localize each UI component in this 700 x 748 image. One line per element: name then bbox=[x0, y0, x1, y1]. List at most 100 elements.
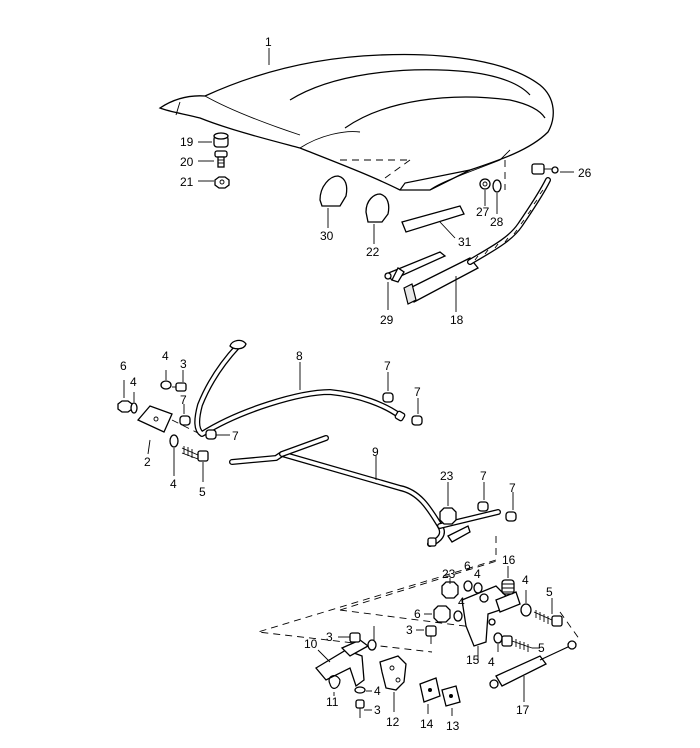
bolt-5a bbox=[181, 446, 209, 462]
callout-10: 10 bbox=[304, 637, 318, 651]
screw-26 bbox=[531, 163, 559, 175]
washer-28 bbox=[492, 179, 502, 193]
callout-3d: 3 bbox=[374, 703, 381, 717]
callout-30: 30 bbox=[320, 229, 334, 243]
callout-4g: 4 bbox=[488, 655, 495, 669]
callout-2: 2 bbox=[144, 455, 151, 469]
bolt-3c bbox=[338, 632, 361, 643]
callout-18: 18 bbox=[450, 313, 464, 327]
callout-7b: 7 bbox=[232, 429, 239, 443]
callout-22: 22 bbox=[366, 245, 380, 259]
callout-6b: 6 bbox=[464, 559, 471, 573]
hardtop-shell bbox=[158, 53, 554, 191]
washer-4f bbox=[520, 603, 532, 617]
callout-19: 19 bbox=[180, 135, 194, 149]
washer-4a bbox=[160, 380, 172, 390]
callout-7d: 7 bbox=[414, 385, 421, 399]
callout-17: 17 bbox=[516, 703, 530, 717]
callout-28: 28 bbox=[490, 215, 504, 229]
callout-16: 16 bbox=[502, 553, 516, 567]
bracket-10 bbox=[315, 639, 370, 688]
callout-3b: 3 bbox=[406, 623, 413, 637]
callout-6c: 6 bbox=[414, 607, 421, 621]
rod-8 bbox=[194, 339, 406, 437]
cap-7c bbox=[382, 392, 394, 403]
washer-4g bbox=[367, 639, 377, 651]
bolt-3d bbox=[355, 699, 372, 718]
latch-12 bbox=[379, 655, 407, 691]
pad-14 bbox=[419, 677, 441, 703]
callout-11: 11 bbox=[326, 695, 339, 709]
callout-23a: 23 bbox=[440, 469, 454, 483]
callout-29: 29 bbox=[380, 313, 394, 327]
callout-27: 27 bbox=[476, 205, 490, 219]
callout-8: 8 bbox=[296, 349, 303, 363]
cap-7e bbox=[477, 501, 489, 512]
rod-9 bbox=[229, 435, 501, 547]
callout-14: 14 bbox=[420, 717, 434, 731]
plate-2 bbox=[136, 405, 173, 433]
callout-4e: 4 bbox=[522, 573, 529, 587]
callout-23b: 23 bbox=[442, 567, 456, 581]
callout-7a: 7 bbox=[180, 393, 187, 407]
callout-4f: 4 bbox=[458, 595, 465, 609]
callout-7c: 7 bbox=[384, 359, 391, 373]
callout-26: 26 bbox=[578, 166, 592, 180]
nut-21 bbox=[214, 176, 230, 189]
bolt-3a bbox=[172, 382, 187, 392]
strip-31 bbox=[401, 205, 465, 233]
callout-5a: 5 bbox=[199, 485, 206, 499]
callout-4i: 4 bbox=[374, 684, 381, 698]
callout-labels: 1 19 20 21 26 27 28 30 22 31 29 18 8 6 4… bbox=[120, 35, 592, 733]
washer-4e bbox=[493, 632, 503, 644]
callout-20: 20 bbox=[180, 155, 194, 169]
callout-21: 21 bbox=[180, 175, 194, 189]
nut-23b bbox=[441, 581, 459, 599]
cap-7b bbox=[205, 429, 230, 440]
pad-13 bbox=[441, 685, 461, 707]
callout-6a: 6 bbox=[120, 359, 127, 373]
nut-6a bbox=[117, 400, 133, 413]
clip-11 bbox=[328, 675, 341, 689]
pad-30 bbox=[319, 175, 348, 207]
callout-31: 31 bbox=[458, 235, 472, 249]
hinge-15 bbox=[461, 585, 521, 647]
callout-3a: 3 bbox=[180, 357, 187, 371]
bolt-5c bbox=[501, 635, 533, 652]
washer-27 bbox=[479, 178, 491, 190]
callout-4a: 4 bbox=[162, 349, 169, 363]
callout-4d: 4 bbox=[474, 567, 481, 581]
cap-7f bbox=[505, 511, 517, 522]
washer-4c bbox=[473, 582, 483, 594]
cap-7d bbox=[411, 415, 423, 426]
callout-13: 13 bbox=[446, 719, 460, 733]
seal-18 bbox=[403, 177, 551, 305]
callout-5b: 5 bbox=[546, 585, 553, 599]
cap-7a bbox=[179, 415, 191, 426]
bolt-5b bbox=[533, 610, 563, 627]
callout-5c: 5 bbox=[538, 641, 545, 655]
washer-6b bbox=[463, 580, 473, 592]
bolt-20 bbox=[214, 150, 228, 168]
bracket-23a bbox=[447, 525, 471, 543]
washer-4h bbox=[354, 686, 366, 694]
bracket-29 bbox=[384, 251, 447, 283]
washer-4b bbox=[169, 434, 179, 448]
callout-7e: 7 bbox=[480, 469, 487, 483]
nut-6c bbox=[433, 605, 451, 623]
callout-9: 9 bbox=[372, 445, 379, 459]
callout-12: 12 bbox=[386, 715, 400, 729]
bushing-16 bbox=[501, 579, 515, 595]
nut-23a bbox=[439, 507, 457, 525]
callout-3c: 3 bbox=[326, 630, 333, 644]
callout-4b: 4 bbox=[130, 375, 137, 389]
callout-1: 1 bbox=[265, 35, 272, 49]
washer-4d bbox=[453, 610, 463, 622]
callout-15: 15 bbox=[466, 653, 480, 667]
bolt-3b bbox=[416, 625, 437, 644]
cap-19 bbox=[213, 132, 229, 148]
callout-4c: 4 bbox=[170, 477, 177, 491]
callout-7f: 7 bbox=[509, 481, 516, 495]
gas-strut-17 bbox=[489, 640, 577, 689]
